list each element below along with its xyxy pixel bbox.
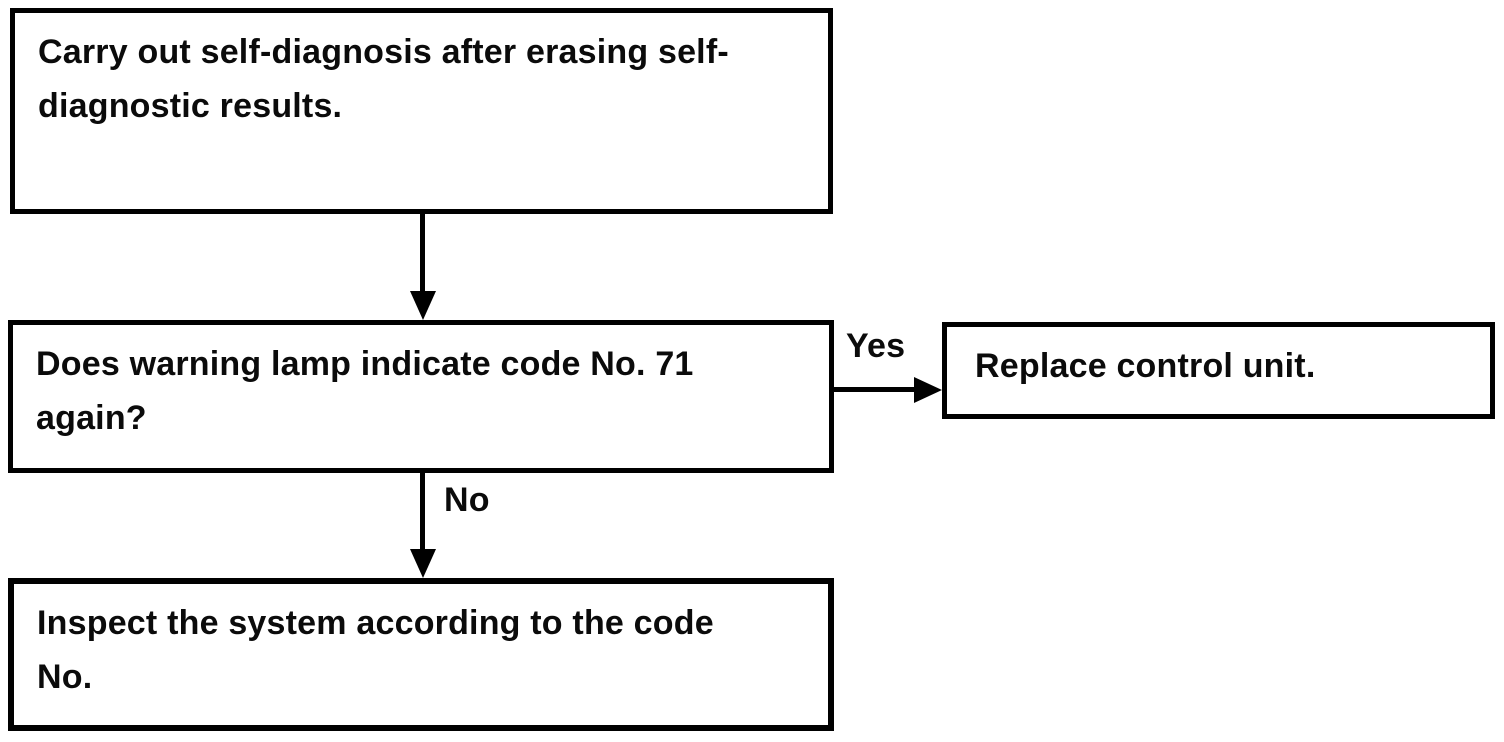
text-line: Does warning lamp indicate code No. 71 <box>36 345 694 383</box>
down-arrow-icon <box>410 549 436 578</box>
text-line: again? <box>36 399 147 437</box>
right-arrow-icon <box>914 377 942 403</box>
flow-box-inspect-system: Inspect the system according to the code… <box>8 578 834 731</box>
text-line: Replace control unit. <box>975 347 1316 385</box>
text-line: Carry out self-diagnosis after erasing s… <box>38 33 729 71</box>
text-line: Inspect the system according to the code <box>37 604 714 642</box>
flow-box-start-text: Carry out self-diagnosis after erasing s… <box>15 13 828 133</box>
connector-line-start-to-decision <box>420 214 425 294</box>
connector-line-yes-branch <box>833 387 917 392</box>
flow-box-replace-control-unit: Replace control unit. <box>942 322 1495 419</box>
text-line: diagnostic results. <box>38 87 343 125</box>
flow-box-replace-text: Replace control unit. <box>947 327 1490 393</box>
edge-label-yes: Yes <box>846 327 906 365</box>
flow-box-decision: Does warning lamp indicate code No. 71 a… <box>8 320 834 473</box>
down-arrow-icon <box>410 291 436 320</box>
connector-line-no-branch <box>420 473 425 552</box>
text-line: No. <box>37 658 93 696</box>
flow-box-decision-text: Does warning lamp indicate code No. 71 a… <box>13 325 829 445</box>
edge-label-no: No <box>444 481 490 519</box>
flow-box-inspect-text: Inspect the system according to the code… <box>14 584 828 704</box>
flow-box-start: Carry out self-diagnosis after erasing s… <box>10 8 833 214</box>
